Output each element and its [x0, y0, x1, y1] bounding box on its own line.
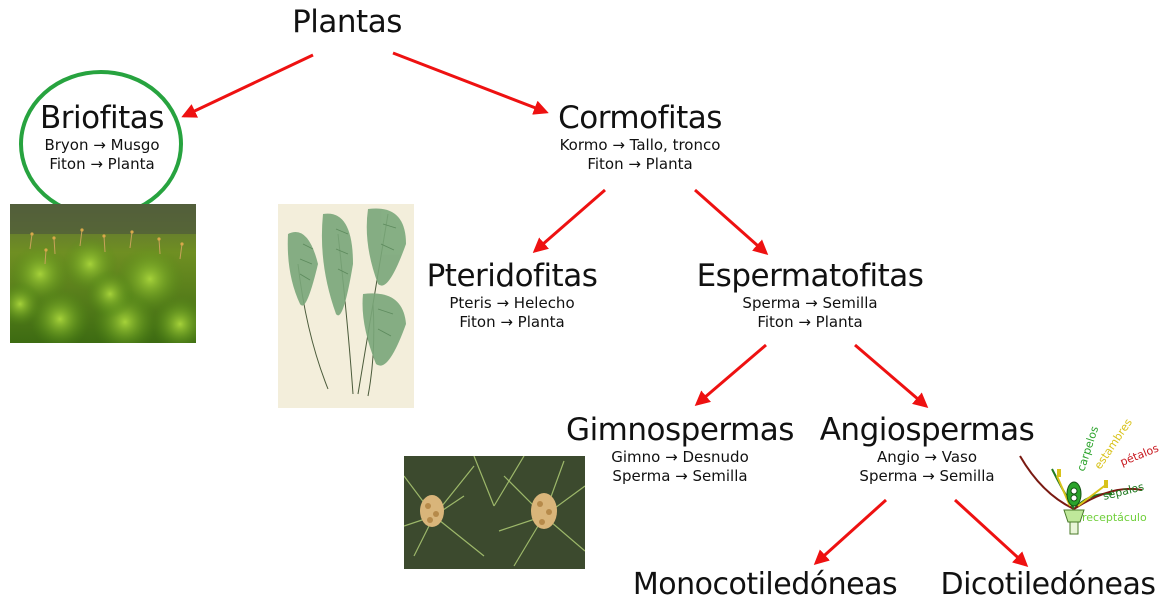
flower-label-sepalos: sépalos [1102, 480, 1146, 503]
arrow-cormofitas-espermatofitas [694, 188, 769, 255]
node-monocotiledoneas-title: Monocotiledóneas [632, 567, 898, 602]
arrow-espermatofitas-gimnospermas [694, 343, 767, 406]
node-angiospermas-etym1: Angio → Vaso [876, 448, 978, 466]
node-espermatofitas-etym1: Sperma → Semilla [742, 294, 878, 312]
node-pteridofitas-etym1: Pteris → Helecho [449, 294, 575, 312]
node-plantas: Plantas [247, 4, 447, 40]
node-espermatofitas: Espermatofitas Sperma → Semilla Fiton → … [690, 258, 930, 332]
node-pteridofitas-title: Pteridofitas [426, 258, 598, 294]
node-briofitas-title: Briofitas [40, 100, 164, 136]
node-gimnospermas: Gimnospermas Gimno → Desnudo Sperma → Se… [560, 412, 800, 486]
arrow-angiospermas-dicotiledoneas [953, 498, 1029, 568]
node-espermatofitas-title: Espermatofitas [696, 258, 924, 294]
node-monocotiledoneas: Monocotiledóneas [610, 567, 920, 603]
node-angiospermas: Angiospermas Angio → Vaso Sperma → Semil… [807, 412, 1047, 486]
node-dicotiledoneas: Dicotiledóneas [923, 567, 1173, 603]
node-gimnospermas-etym1: Gimno → Desnudo [611, 448, 749, 466]
flower-diagram: carpelos estambres pétalos sépalos recep… [1012, 414, 1173, 540]
arrow-plantas-briofitas [181, 53, 314, 118]
node-briofitas-etym1: Bryon → Musgo [44, 136, 160, 154]
arrow-plantas-cormofitas [392, 51, 549, 115]
node-briofitas: Briofitas Bryon → Musgo Fiton → Planta [22, 100, 182, 174]
pine-photo [404, 456, 585, 569]
flower-label-receptaculo: receptáculo [1082, 511, 1147, 524]
node-dicotiledoneas-title: Dicotiledóneas [940, 567, 1156, 602]
node-cormofitas-etym1: Kormo → Tallo, tronco [559, 136, 721, 154]
node-cormofitas: Cormofitas Kormo → Tallo, tronco Fiton →… [530, 100, 750, 174]
node-pteridofitas: Pteridofitas Pteris → Helecho Fiton → Pl… [412, 258, 612, 332]
node-pteridofitas-etym2: Fiton → Planta [459, 313, 565, 331]
node-cormofitas-title: Cormofitas [558, 100, 722, 136]
node-gimnospermas-etym2: Sperma → Semilla [612, 467, 748, 485]
arrow-cormofitas-pteridofitas [532, 188, 606, 253]
flower-label-petalos: pétalos [1118, 442, 1161, 469]
moss-photo [10, 204, 196, 343]
node-espermatofitas-etym2: Fiton → Planta [757, 313, 863, 331]
node-gimnospermas-title: Gimnospermas [566, 412, 794, 448]
node-plantas-title: Plantas [292, 4, 402, 40]
arrow-angiospermas-monocotiledoneas [813, 498, 888, 566]
node-briofitas-etym2: Fiton → Planta [49, 155, 155, 173]
node-angiospermas-title: Angiospermas [819, 412, 1035, 448]
fern-illustration [278, 204, 414, 408]
node-angiospermas-etym2: Sperma → Semilla [859, 467, 995, 485]
node-cormofitas-etym2: Fiton → Planta [587, 155, 693, 173]
arrow-espermatofitas-angiospermas [854, 343, 929, 408]
